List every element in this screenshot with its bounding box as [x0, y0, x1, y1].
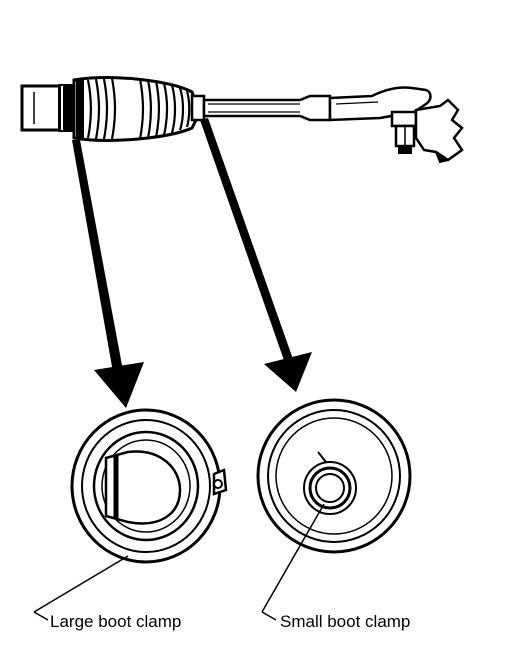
pointer-arrow-small — [200, 118, 312, 392]
rack-boot — [72, 76, 206, 142]
tie-rod — [202, 86, 464, 164]
small-boot-clamp-label: Small boot clamp — [280, 612, 411, 631]
leader-lines — [33, 503, 325, 621]
large-boot-clamp-label: Large boot clamp — [50, 612, 182, 631]
large-boot-clamp-view — [70, 408, 228, 564]
rack-housing — [20, 84, 76, 132]
pointer-arrow-large — [72, 140, 144, 408]
small-boot-clamp-view — [256, 398, 412, 554]
